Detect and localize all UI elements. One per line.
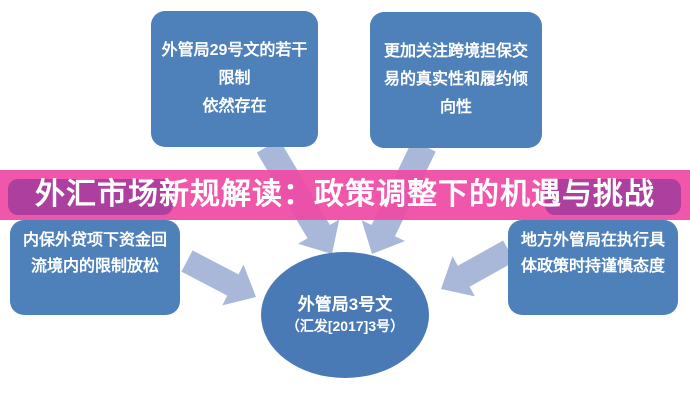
- node-top-left: 外管局29号文的若干 限制 依然存在: [151, 11, 318, 147]
- node-right-line: 地方外管局在执行具: [520, 232, 665, 249]
- node-top-left-line: 依然存在: [202, 98, 267, 115]
- arrow-right-to-center-icon: [441, 240, 515, 297]
- node-top-right-line: 更加关注跨境担保交: [383, 43, 528, 60]
- node-left: 内保外贷项下资金回 流境内的限制放松: [10, 220, 180, 315]
- title-banner: 外汇市场新规解读：政策调整下的机遇与挑战: [0, 170, 690, 220]
- page-title: 外汇市场新规解读：政策调整下的机遇与挑战: [35, 178, 655, 211]
- banner-panel-right: [545, 179, 681, 215]
- node-top-right: 更加关注跨境担保交 易的真实性和履约倾 向性: [370, 12, 542, 148]
- node-top-right-line: 向性: [439, 99, 472, 116]
- node-left-line: 内保外贷项下资金回: [22, 232, 167, 249]
- node-left-line: 流境内的限制放松: [30, 258, 159, 275]
- center-node-subtitle: （汇发[2017]3号）: [285, 318, 405, 334]
- node-center-ellipse: 外管局3号文 （汇发[2017]3号）: [261, 252, 429, 378]
- banner-panel-left: [8, 179, 173, 215]
- arrow-left-to-center-icon: [181, 250, 256, 306]
- node-right: 地方外管局在执行具 体政策时持谨慎态度: [508, 220, 678, 315]
- node-top-left-line: 外管局29号文的若干: [161, 42, 308, 59]
- node-top-left-line: 限制: [218, 70, 251, 87]
- center-node-title: 外管局3号文: [297, 295, 393, 314]
- node-top-right-line: 易的真实性和履约倾: [383, 71, 528, 88]
- node-right-line: 体政策时持谨慎态度: [520, 258, 665, 275]
